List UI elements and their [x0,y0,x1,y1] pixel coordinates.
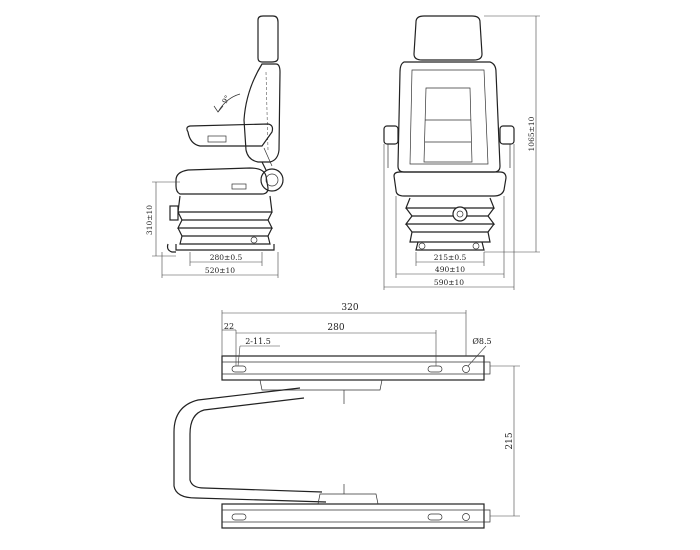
rail-offset-label: 22 [224,322,234,331]
rail-slot-label: 2-11.5 [245,337,271,346]
slide-rail-assembly: 320 280 22 2-11.5 Ø8.5 215 [173,303,520,529]
rail-hole-label: Ø8.5 [472,337,491,346]
rail-height-label: 215 [505,432,515,449]
front-view-seat: 1065±10 215±0.5 490±10 590±10 [383,15,540,290]
front-height-label: 1065±10 [527,116,536,151]
side-width-label: 520±10 [205,266,235,275]
side-height-label: 310±10 [145,205,154,235]
front-base-label: 215±0.5 [434,253,467,262]
rail-hole-span-label: 280 [327,323,344,333]
front-cushion-width-label: 490±10 [435,265,465,274]
recline-angle-label: 9° [221,94,232,105]
front-total-width-label: 590±10 [434,278,464,287]
side-base-label: 280±0.5 [210,253,243,262]
side-view-seat: 9° 310±10 280±0.5 520±10 [145,15,284,278]
rail-length-label: 320 [341,303,358,313]
